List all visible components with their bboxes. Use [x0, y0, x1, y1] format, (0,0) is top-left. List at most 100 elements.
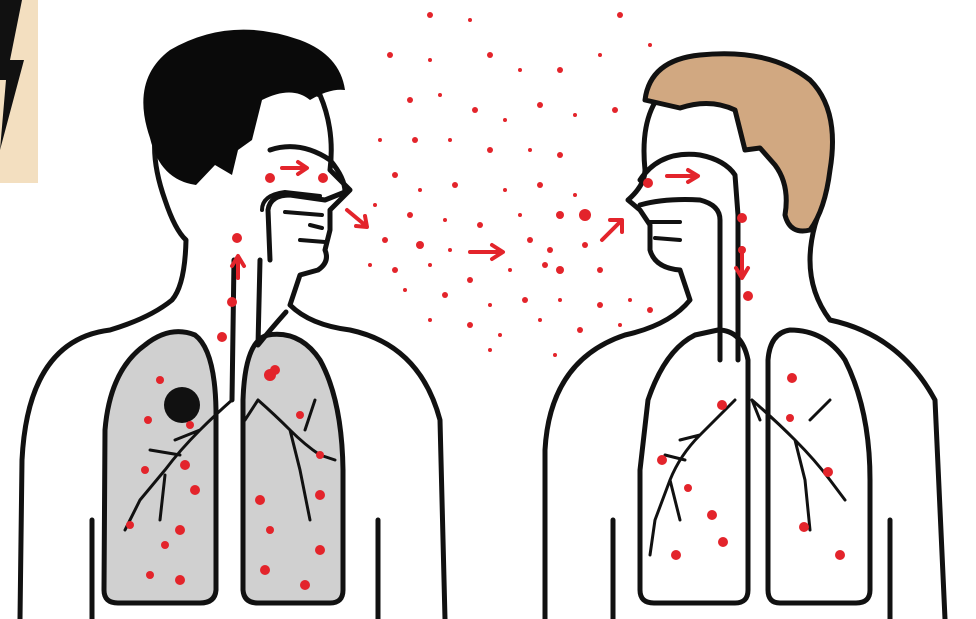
- left-lung-right-lobe: [104, 332, 216, 603]
- droplet: [255, 495, 265, 505]
- arrow-right-icon: [470, 245, 503, 259]
- droplet: [573, 193, 577, 197]
- droplet: [300, 580, 310, 590]
- droplet: [557, 152, 563, 158]
- droplet: [296, 411, 304, 419]
- droplet: [315, 545, 325, 555]
- droplet: [617, 12, 623, 18]
- droplet: [487, 147, 493, 153]
- droplet: [180, 460, 190, 470]
- droplet: [498, 333, 502, 337]
- droplet: [161, 541, 169, 549]
- right-lung-right-lobe: [640, 330, 748, 603]
- droplet: [448, 248, 452, 252]
- droplet: [503, 188, 507, 192]
- droplet: [403, 288, 407, 292]
- droplet: [518, 213, 522, 217]
- droplet: [648, 43, 652, 47]
- droplet: [412, 137, 418, 143]
- droplet: [144, 416, 152, 424]
- droplet: [186, 421, 194, 429]
- arrow-right-icon: [667, 170, 698, 182]
- droplet: [518, 68, 522, 72]
- droplet: [477, 222, 483, 228]
- infected-person: [20, 30, 445, 619]
- droplet: [823, 467, 833, 477]
- droplet: [467, 277, 473, 283]
- droplet: [612, 107, 618, 113]
- droplet: [265, 173, 275, 183]
- droplet: [787, 373, 797, 383]
- recipient-person: [545, 54, 945, 619]
- droplet: [717, 400, 727, 410]
- droplet: [392, 172, 398, 178]
- droplet: [597, 267, 603, 273]
- droplet: [799, 522, 809, 532]
- droplet: [373, 203, 377, 207]
- droplet: [684, 484, 692, 492]
- droplet: [573, 113, 577, 117]
- droplet: [618, 323, 622, 327]
- droplet: [141, 466, 149, 474]
- left-lung-left-lobe: [243, 334, 343, 603]
- droplet: [738, 246, 746, 254]
- droplet: [232, 233, 242, 243]
- droplet: [146, 571, 154, 579]
- corner-badge: [0, 0, 38, 183]
- droplet: [418, 188, 422, 192]
- droplet: [260, 565, 270, 575]
- right-mouth-airway: [650, 222, 680, 240]
- droplet: [266, 526, 274, 534]
- droplet: [472, 107, 478, 113]
- droplet: [707, 510, 717, 520]
- droplet: [579, 209, 591, 221]
- droplet: [628, 298, 632, 302]
- droplet: [786, 414, 794, 422]
- droplet: [743, 291, 753, 301]
- droplet: [835, 550, 845, 560]
- droplet: [427, 12, 433, 18]
- droplet: [428, 318, 432, 322]
- droplet: [643, 178, 653, 188]
- droplet: [416, 241, 424, 249]
- droplet: [467, 322, 473, 328]
- droplet: [487, 52, 493, 58]
- droplet: [508, 268, 512, 272]
- droplet: [542, 262, 548, 268]
- droplet: [156, 376, 164, 384]
- droplet: [126, 521, 134, 529]
- droplet: [315, 490, 325, 500]
- left-hair: [143, 30, 345, 185]
- lesion: [164, 387, 200, 423]
- droplet: [428, 58, 432, 62]
- droplet: [452, 182, 458, 188]
- arrow-down-right-icon: [347, 210, 367, 227]
- droplet: [597, 302, 603, 308]
- droplet: [503, 118, 507, 122]
- droplet: [438, 93, 442, 97]
- droplet: [556, 211, 564, 219]
- arrow-right-icon: [282, 162, 307, 174]
- droplet: [577, 327, 583, 333]
- droplet: [553, 353, 557, 357]
- droplet: [378, 138, 382, 142]
- droplet: [538, 318, 542, 322]
- droplet: [657, 455, 667, 465]
- droplet: [737, 213, 747, 223]
- arrow-up-right-icon: [602, 220, 622, 240]
- droplet: [647, 307, 653, 313]
- droplet: [468, 18, 472, 22]
- droplet: [718, 537, 728, 547]
- droplet: [270, 365, 280, 375]
- droplet: [671, 550, 681, 560]
- droplet: [448, 138, 452, 142]
- droplet: [428, 263, 432, 267]
- droplet: [528, 148, 532, 152]
- droplet: [318, 173, 328, 183]
- droplet: [175, 525, 185, 535]
- left-lungs: [104, 332, 343, 603]
- droplet: [598, 53, 602, 57]
- droplet: [537, 102, 543, 108]
